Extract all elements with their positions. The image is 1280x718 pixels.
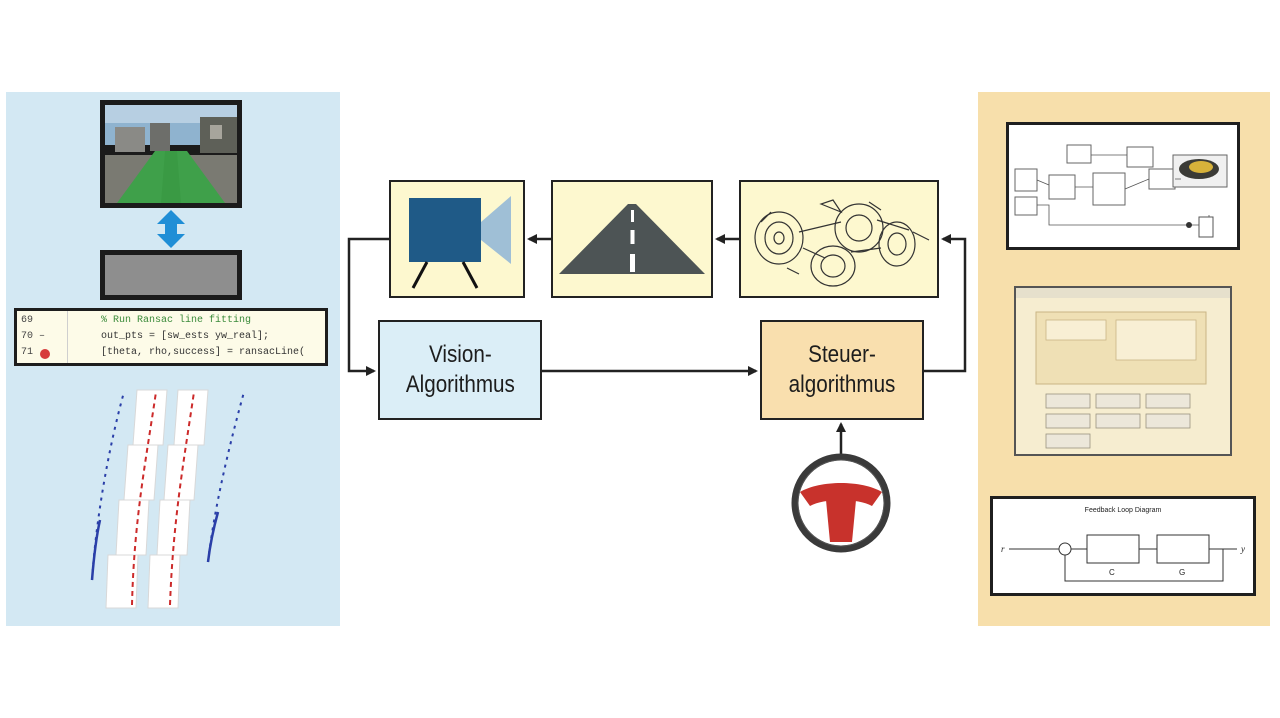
road-icon xyxy=(559,204,705,274)
gui-app-window xyxy=(1016,288,1230,454)
feedback-loop-inset: Feedback Loop Diagram r y C G xyxy=(990,496,1256,596)
control-algorithm-block: Steuer- algorithmus xyxy=(760,320,924,420)
breakpoint-icon xyxy=(40,349,50,359)
control-algorithm-label: Steuer- algorithmus xyxy=(789,340,896,400)
code-text: % Run Ransac line fitting xyxy=(101,315,252,326)
arrow-control-to-vehicle xyxy=(924,234,967,373)
simulink-model-diagram xyxy=(1014,144,1228,238)
vision-algorithm-block: Vision- Algorithmus xyxy=(378,320,542,420)
label-line: Algorithmus xyxy=(405,371,515,398)
camera-block xyxy=(389,180,525,298)
block-g-label: G xyxy=(1179,568,1185,577)
line-number: 71 xyxy=(21,347,34,358)
vehicle-dynamics-block xyxy=(739,180,939,298)
simulink-model-inset xyxy=(1006,122,1240,250)
steering-wheel-icon xyxy=(791,453,891,553)
bidirectional-arrow-icon xyxy=(157,210,185,248)
block-c-label: C xyxy=(1109,568,1115,577)
code-line: 70 – out_pts = [sw_ests yw_real]; xyxy=(17,329,325,345)
arrow-camera-to-vision xyxy=(347,237,389,376)
code-panel: 69 % Run Ransac line fitting 70 – out_pt… xyxy=(14,308,328,366)
road-simulation-image xyxy=(105,105,237,203)
code-text: [theta, rho,success] = ransacLine( xyxy=(101,347,306,358)
gui-app-inset xyxy=(1014,286,1232,456)
chassis-icon xyxy=(754,199,930,287)
input-label: r xyxy=(1001,544,1005,554)
feedback-loop-diagram: r y C G xyxy=(1001,534,1245,582)
vision-algorithm-label: Vision- Algorithmus xyxy=(406,340,515,400)
code-line: 69 % Run Ransac line fitting xyxy=(17,313,325,329)
label-line: Vision- xyxy=(428,341,492,368)
lane-camera-strip xyxy=(100,250,242,300)
road-block xyxy=(551,180,713,298)
line-number: 70 – xyxy=(21,331,46,342)
line-number: 69 xyxy=(21,315,34,326)
label-line: algorithmus xyxy=(788,371,896,398)
output-label: y xyxy=(1240,544,1245,554)
feedback-diagram-title: Feedback Loop Diagram xyxy=(1084,507,1162,514)
code-line: 71 [theta, rho,success] = ransacLine( xyxy=(17,345,325,361)
simulation-screen xyxy=(100,100,242,208)
label-line: Steuer- xyxy=(808,341,876,368)
code-text: out_pts = [sw_ests yw_real]; xyxy=(101,331,270,342)
video-camera-icon xyxy=(409,196,511,289)
